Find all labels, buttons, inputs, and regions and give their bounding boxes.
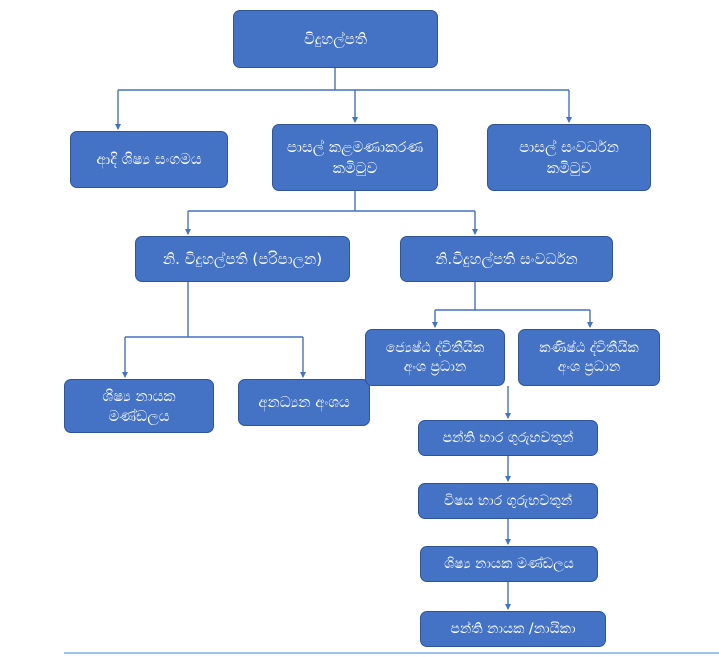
node-prefect-board-label: ශිෂ්‍ය නායක මණ්ඩලය xyxy=(102,386,176,425)
node-principal: විදුහල්පති xyxy=(233,10,438,68)
node-development-committee: පාසල් සංවර්ධන කමිටුව xyxy=(487,124,651,191)
node-class-leaders: පන්ති නායක /නායිකා xyxy=(420,611,606,647)
node-subject-teachers-label: විෂය භාර ගුරුභවතුන් xyxy=(443,492,573,509)
node-prefect-board-2: ශිෂ්‍ය නායක මණ්ඩලය xyxy=(420,546,598,582)
node-non-academic-label: අනධ්‍යන අංශය xyxy=(258,393,350,412)
node-management-committee: පාසල් කළමණාකරණ කමිටුව xyxy=(272,124,438,191)
node-management-committee-label: පාසල් කළමණාකරණ කමිටුව xyxy=(286,138,424,177)
node-alumni: ආදි ශිෂ්‍ය සංගමය xyxy=(70,131,228,188)
node-deputy-admin-label: නි. විදුහල්පති (පරිපාලන) xyxy=(162,249,323,268)
node-class-teachers-label: පන්ති භාර ගුරුභවතුන් xyxy=(442,429,574,446)
node-class-leaders-label: පන්ති නායක /නායිකා xyxy=(450,620,576,637)
node-deputy-admin: නි. විදුහල්පති (පරිපාලන) xyxy=(135,236,350,282)
bottom-border-line xyxy=(64,652,719,654)
node-non-academic: අනධ්‍යන අංශය xyxy=(238,379,370,426)
node-senior-secondary: ජ්‍යෙෂ්ඨ ද්විතීයික අංශ ප්‍රධාන xyxy=(365,329,505,386)
node-junior-secondary-label: කණිෂ්ඨ ද්විතීයික අංශ ප්‍රධාන xyxy=(539,339,639,375)
node-principal-label: විදුහල්පති xyxy=(303,29,368,48)
node-senior-secondary-label: ජ්‍යෙෂ්ඨ ද්විතීයික අංශ ප්‍රධාන xyxy=(385,339,485,375)
node-prefect-board: ශිෂ්‍ය නායක මණ්ඩලය xyxy=(64,379,214,433)
node-subject-teachers: විෂය භාර ගුරුභවතුන් xyxy=(418,483,598,519)
node-prefect-board-2-label: ශිෂ්‍ය නායක මණ්ඩලය xyxy=(444,555,574,572)
node-alumni-label: ආදි ශිෂ්‍ය සංගමය xyxy=(96,150,202,169)
node-development-committee-label: පාසල් සංවර්ධන කමිටුව xyxy=(519,138,619,177)
node-deputy-development-label: නි.විදුහල්පති සංවර්ධන xyxy=(435,249,578,268)
node-junior-secondary: කණිෂ්ඨ ද්විතීයික අංශ ප්‍රධාන xyxy=(518,329,660,386)
node-class-teachers: පන්ති භාර ගුරුභවතුන් xyxy=(418,420,598,456)
node-deputy-development: නි.විදුහල්පති සංවර්ධන xyxy=(400,236,613,282)
